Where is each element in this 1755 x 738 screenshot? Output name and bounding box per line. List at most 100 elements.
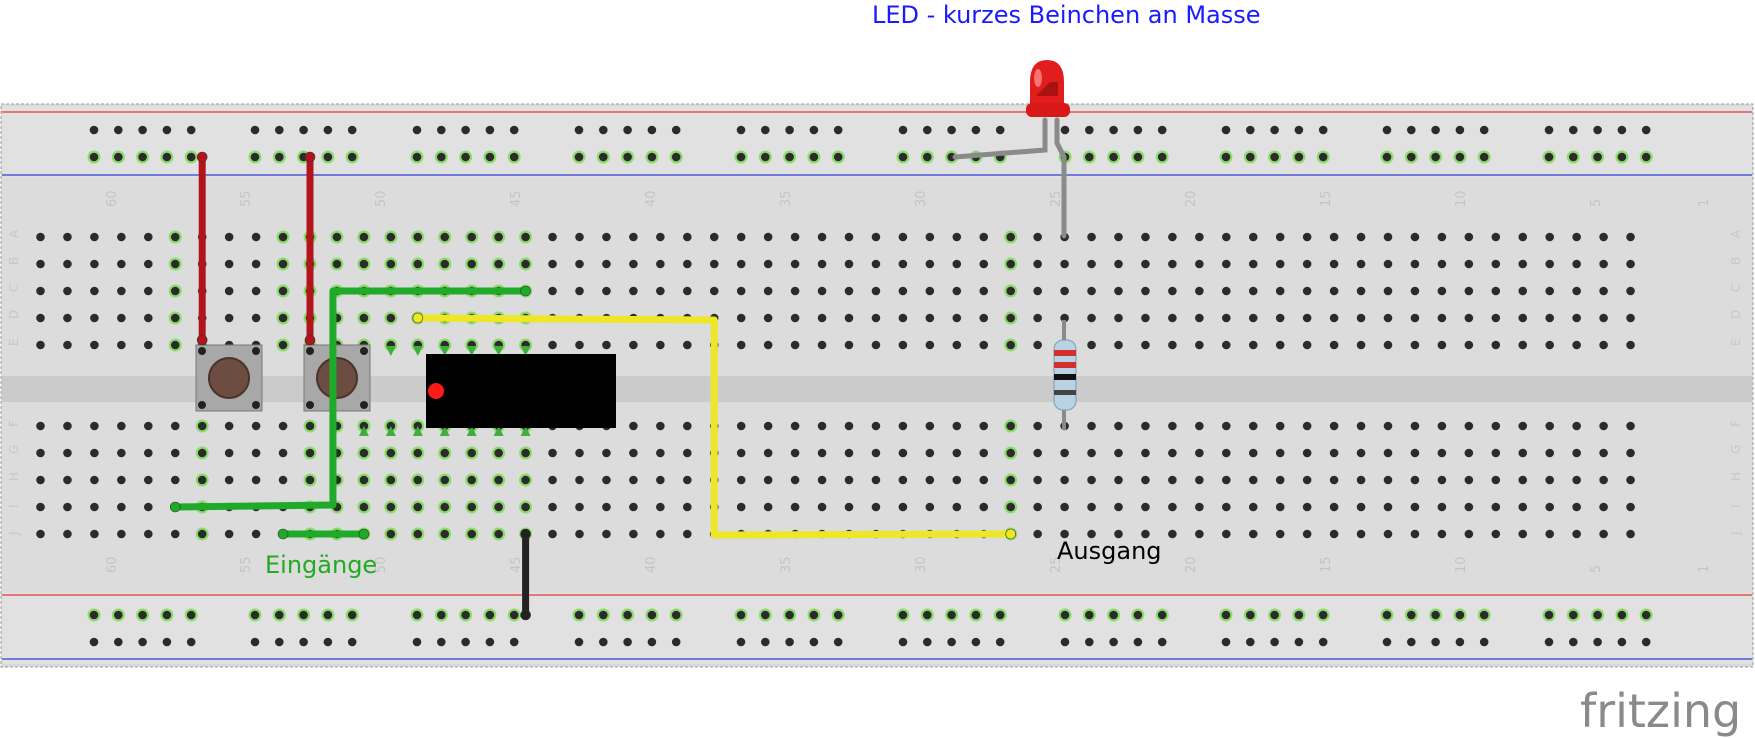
breadboard-hole[interactable] [1410, 232, 1420, 242]
breadboard-hole[interactable] [809, 125, 819, 135]
breadboard-hole[interactable] [186, 125, 196, 135]
breadboard-hole[interactable] [1641, 610, 1651, 620]
breadboard-hole[interactable] [1410, 475, 1420, 485]
breadboard-hole[interactable] [923, 637, 932, 647]
breadboard-hole[interactable] [871, 448, 881, 458]
breadboard-hole[interactable] [170, 232, 180, 242]
breadboard-hole[interactable] [736, 340, 746, 350]
breadboard-hole[interactable] [440, 259, 450, 269]
breadboard-hole[interactable] [323, 152, 333, 162]
breadboard-hole[interactable] [952, 286, 962, 296]
breadboard-hole[interactable] [1437, 340, 1447, 350]
breadboard-hole[interactable] [1248, 502, 1258, 512]
breadboard-hole[interactable] [1109, 125, 1118, 135]
breadboard-hole[interactable] [1033, 502, 1042, 512]
breadboard-hole[interactable] [1329, 502, 1339, 512]
breadboard-hole[interactable] [871, 313, 881, 323]
breadboard-hole[interactable] [251, 286, 261, 296]
breadboard-hole[interactable] [117, 340, 126, 350]
breadboard-hole[interactable] [763, 286, 773, 296]
breadboard-hole[interactable] [785, 125, 794, 135]
breadboard-hole[interactable] [898, 152, 908, 162]
breadboard-hole[interactable] [278, 421, 288, 431]
breadboard-hole[interactable] [1168, 475, 1177, 485]
breadboard-hole[interactable] [224, 475, 234, 485]
breadboard-hole[interactable] [305, 475, 315, 485]
breadboard-hole[interactable] [1033, 448, 1042, 458]
breadboard-hole[interactable] [1329, 529, 1339, 539]
breadboard-hole[interactable] [1383, 502, 1393, 512]
breadboard-hole[interactable] [170, 475, 180, 485]
breadboard-hole[interactable] [1545, 502, 1554, 512]
breadboard-hole[interactable] [736, 313, 746, 323]
breadboard-hole[interactable] [1491, 340, 1501, 350]
breadboard-hole[interactable] [683, 502, 692, 512]
breadboard-hole[interactable] [1599, 232, 1608, 242]
breadboard-hole[interactable] [1356, 340, 1366, 350]
breadboard-hole[interactable] [186, 637, 196, 647]
breadboard-hole[interactable] [761, 610, 770, 620]
breadboard-hole[interactable] [1545, 340, 1554, 350]
breadboard-hole[interactable] [1544, 125, 1554, 135]
breadboard-hole[interactable] [683, 475, 692, 485]
breadboard-hole[interactable] [979, 313, 989, 323]
breadboard-hole[interactable] [647, 152, 657, 162]
breadboard-hole[interactable] [1545, 313, 1554, 323]
breadboard-hole[interactable] [763, 448, 773, 458]
breadboard-hole[interactable] [1464, 448, 1474, 458]
breadboard-hole[interactable] [1437, 448, 1447, 458]
breadboard-hole[interactable] [1060, 637, 1070, 647]
breadboard-hole[interactable] [1356, 259, 1366, 269]
breadboard-hole[interactable] [1545, 448, 1554, 458]
breadboard-hole[interactable] [197, 448, 207, 458]
breadboard-hole[interactable] [575, 502, 584, 512]
breadboard-hole[interactable] [63, 340, 72, 350]
breadboard-hole[interactable] [995, 637, 1005, 647]
breadboard-hole[interactable] [1382, 637, 1392, 647]
breadboard-hole[interactable] [1383, 286, 1393, 296]
breadboard-hole[interactable] [36, 313, 45, 323]
breadboard-hole[interactable] [1593, 152, 1602, 162]
breadboard-hole[interactable] [1168, 448, 1177, 458]
breadboard-hole[interactable] [785, 610, 794, 620]
breadboard-hole[interactable] [1455, 152, 1465, 162]
breadboard-hole[interactable] [898, 421, 908, 431]
breadboard-hole[interactable] [347, 125, 357, 135]
breadboard-hole[interactable] [509, 125, 519, 135]
breadboard-hole[interactable] [138, 610, 147, 620]
breadboard-hole[interactable] [1248, 232, 1258, 242]
breadboard-hole[interactable] [1455, 610, 1465, 620]
breadboard-hole[interactable] [574, 610, 584, 620]
breadboard-hole[interactable] [359, 448, 369, 458]
breadboard-hole[interactable] [1248, 529, 1258, 539]
breadboard-hole[interactable] [1356, 232, 1366, 242]
breadboard-hole[interactable] [602, 529, 611, 539]
breadboard-hole[interactable] [575, 232, 584, 242]
breadboard-hole[interactable] [656, 259, 665, 269]
breadboard-hole[interactable] [117, 313, 126, 323]
breadboard-hole[interactable] [1599, 502, 1608, 512]
breadboard-hole[interactable] [790, 421, 800, 431]
breadboard-hole[interactable] [763, 313, 773, 323]
breadboard-hole[interactable] [1302, 421, 1312, 431]
breadboard-hole[interactable] [413, 475, 423, 485]
breadboard-hole[interactable] [1302, 232, 1312, 242]
breadboard-hole[interactable] [359, 421, 369, 431]
breadboard-hole[interactable] [89, 637, 99, 647]
breadboard-hole[interactable] [224, 259, 234, 269]
breadboard-hole[interactable] [1222, 475, 1231, 485]
breadboard-hole[interactable] [1222, 313, 1231, 323]
breadboard-hole[interactable] [629, 502, 638, 512]
breadboard-hole[interactable] [925, 448, 935, 458]
breadboard-hole[interactable] [898, 232, 908, 242]
breadboard-hole[interactable] [1114, 259, 1123, 269]
breadboard-hole[interactable] [63, 502, 72, 512]
breadboard-hole[interactable] [1599, 313, 1608, 323]
breadboard-hole[interactable] [1222, 286, 1231, 296]
breadboard-hole[interactable] [1221, 637, 1231, 647]
breadboard-hole[interactable] [844, 502, 854, 512]
breadboard-hole[interactable] [1599, 475, 1608, 485]
breadboard-hole[interactable] [1329, 421, 1339, 431]
breadboard-hole[interactable] [1302, 340, 1312, 350]
breadboard-hole[interactable] [1356, 475, 1366, 485]
